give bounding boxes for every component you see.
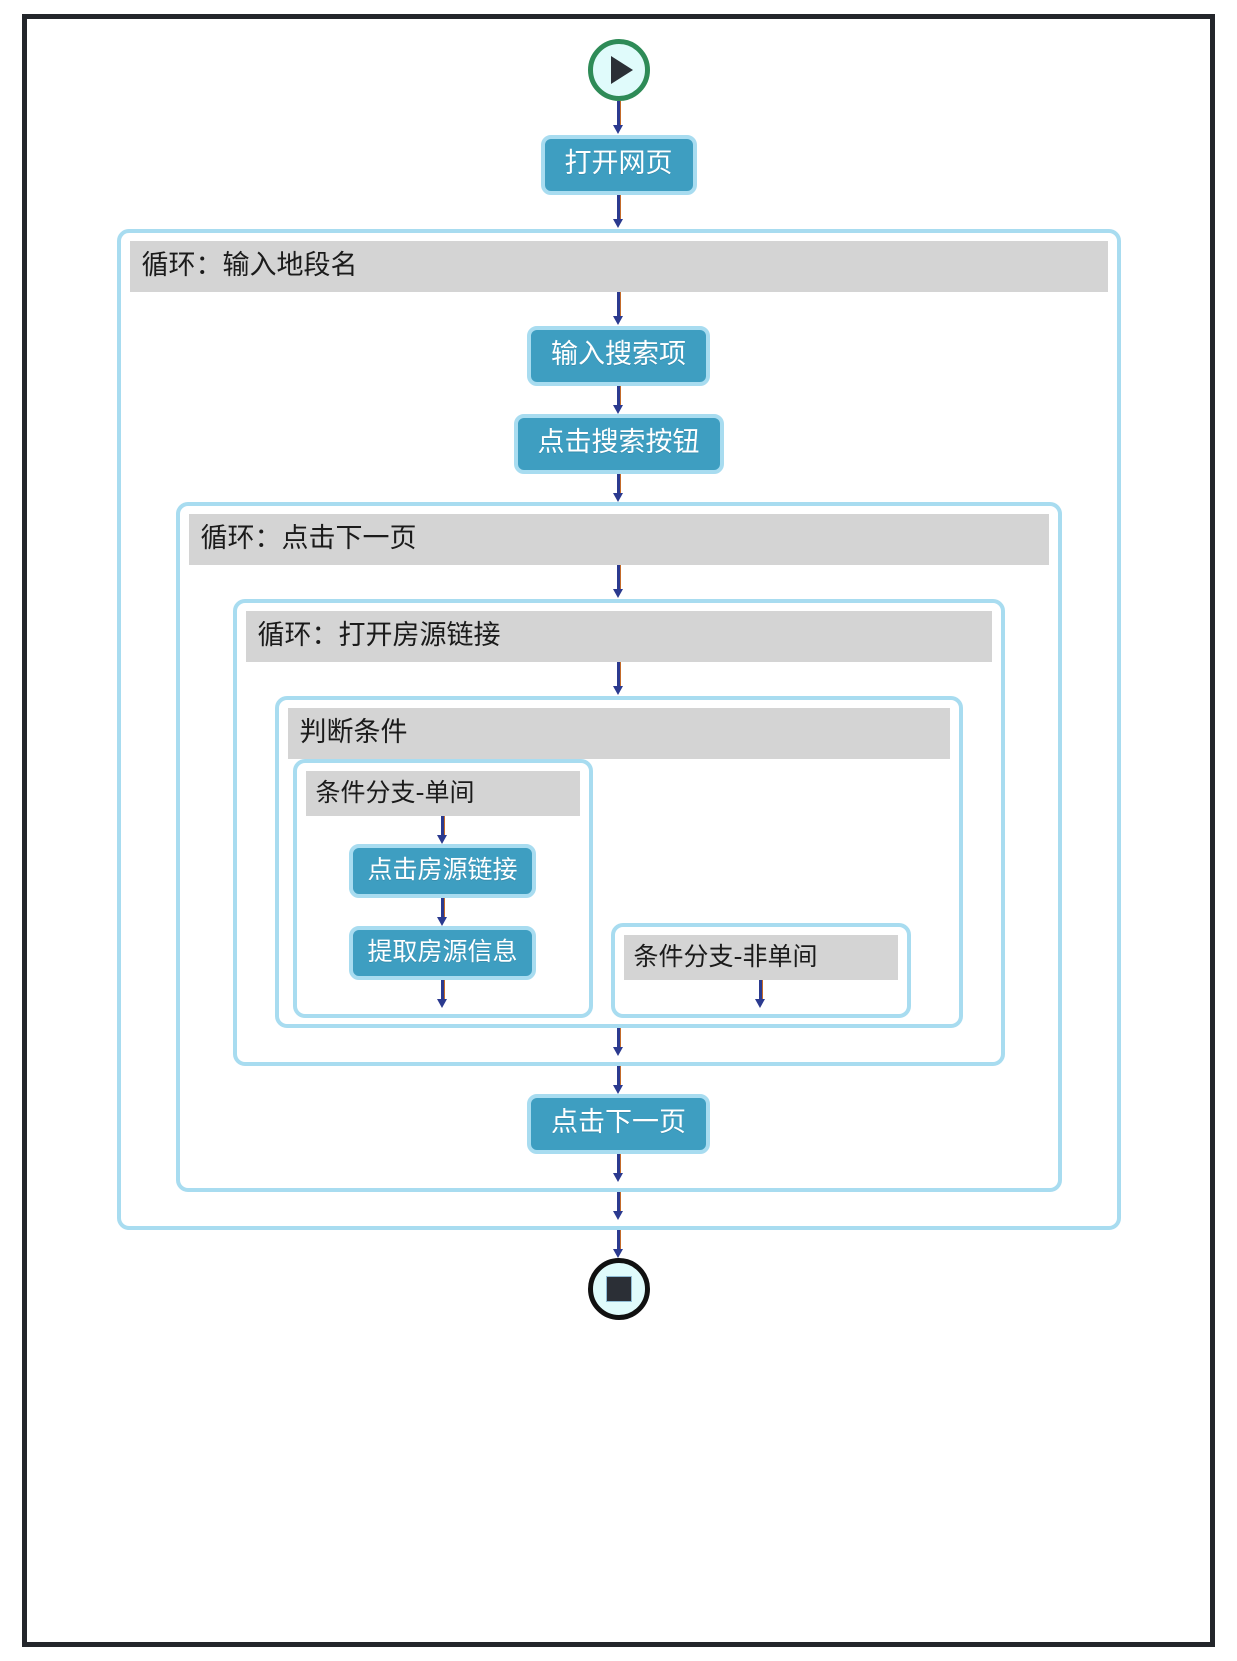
- connector-arrow: [612, 662, 625, 696]
- connector-arrow: [612, 565, 625, 599]
- branch-single-room[interactable]: 条件分支-单间 点击房源链接: [292, 759, 593, 1018]
- loop-next-page-container[interactable]: 循环：点击下一页 循环：打开房源链接: [175, 502, 1062, 1192]
- play-icon: [610, 56, 633, 84]
- connector-arrow: [612, 1028, 625, 1056]
- loop-next-page-body: 循环：打开房源链接 判断条件: [180, 565, 1058, 1182]
- condition-header: 判断条件: [287, 708, 950, 759]
- branch-single-room-header: 条件分支-单间: [305, 771, 580, 816]
- condition-container[interactable]: 判断条件 条件分支-单间: [274, 696, 963, 1028]
- branch-single-room-body: 点击房源链接 提取房源信息: [297, 816, 589, 1008]
- branch-non-single-room[interactable]: 条件分支-非单间: [610, 923, 911, 1018]
- connector-arrow: [436, 816, 449, 844]
- loop-district-header: 循环：输入地段名: [129, 241, 1108, 292]
- step-open-page[interactable]: 打开网页: [540, 135, 697, 195]
- loop-district-container[interactable]: 循环：输入地段名 输入搜索项 点击搜索按钮 循环：点: [116, 229, 1121, 1230]
- step-click-search-button[interactable]: 点击搜索按钮: [513, 414, 724, 474]
- loop-open-listing-container[interactable]: 循环：打开房源链接 判断条件: [232, 599, 1005, 1066]
- connector-arrow: [612, 474, 625, 502]
- condition-body: 条件分支-单间 点击房源链接: [279, 759, 959, 1018]
- connector-arrow: [612, 101, 625, 135]
- loop-next-page-header: 循环：点击下一页: [188, 514, 1049, 565]
- loop-district-body: 输入搜索项 点击搜索按钮 循环：点击下一页: [121, 292, 1117, 1220]
- step-click-next-page[interactable]: 点击下一页: [527, 1094, 710, 1154]
- end-node[interactable]: [587, 1258, 650, 1320]
- step-input-search-term[interactable]: 输入搜索项: [527, 326, 710, 386]
- loop-open-listing-body: 判断条件 条件分支-单间: [237, 662, 1001, 1056]
- flow-root: 打开网页 循环：输入地段名 输入搜索项 点击搜索按钮: [27, 19, 1210, 1334]
- branch-non-single-room-body: [615, 980, 907, 1008]
- start-node[interactable]: [587, 39, 650, 101]
- connector-arrow: [612, 195, 625, 229]
- step-click-listing-link[interactable]: 点击房源链接: [349, 844, 536, 898]
- connector-arrow: [436, 980, 449, 1008]
- connector-arrow: [436, 898, 449, 926]
- connector-arrow: [612, 1230, 625, 1258]
- stop-icon: [605, 1276, 632, 1302]
- connector-arrow: [612, 292, 625, 326]
- connector-arrow: [754, 980, 767, 1008]
- branch-non-single-room-header: 条件分支-非单间: [623, 935, 898, 980]
- condition-branch-row: 条件分支-单间 点击房源链接: [279, 759, 959, 1018]
- step-extract-listing-info[interactable]: 提取房源信息: [349, 926, 536, 980]
- connector-arrow: [612, 1192, 625, 1220]
- loop-open-listing-header: 循环：打开房源链接: [245, 611, 992, 662]
- connector-arrow: [612, 1154, 625, 1182]
- connector-arrow: [612, 1066, 625, 1094]
- diagram-frame: 打开网页 循环：输入地段名 输入搜索项 点击搜索按钮: [22, 14, 1215, 1647]
- connector-arrow: [612, 386, 625, 414]
